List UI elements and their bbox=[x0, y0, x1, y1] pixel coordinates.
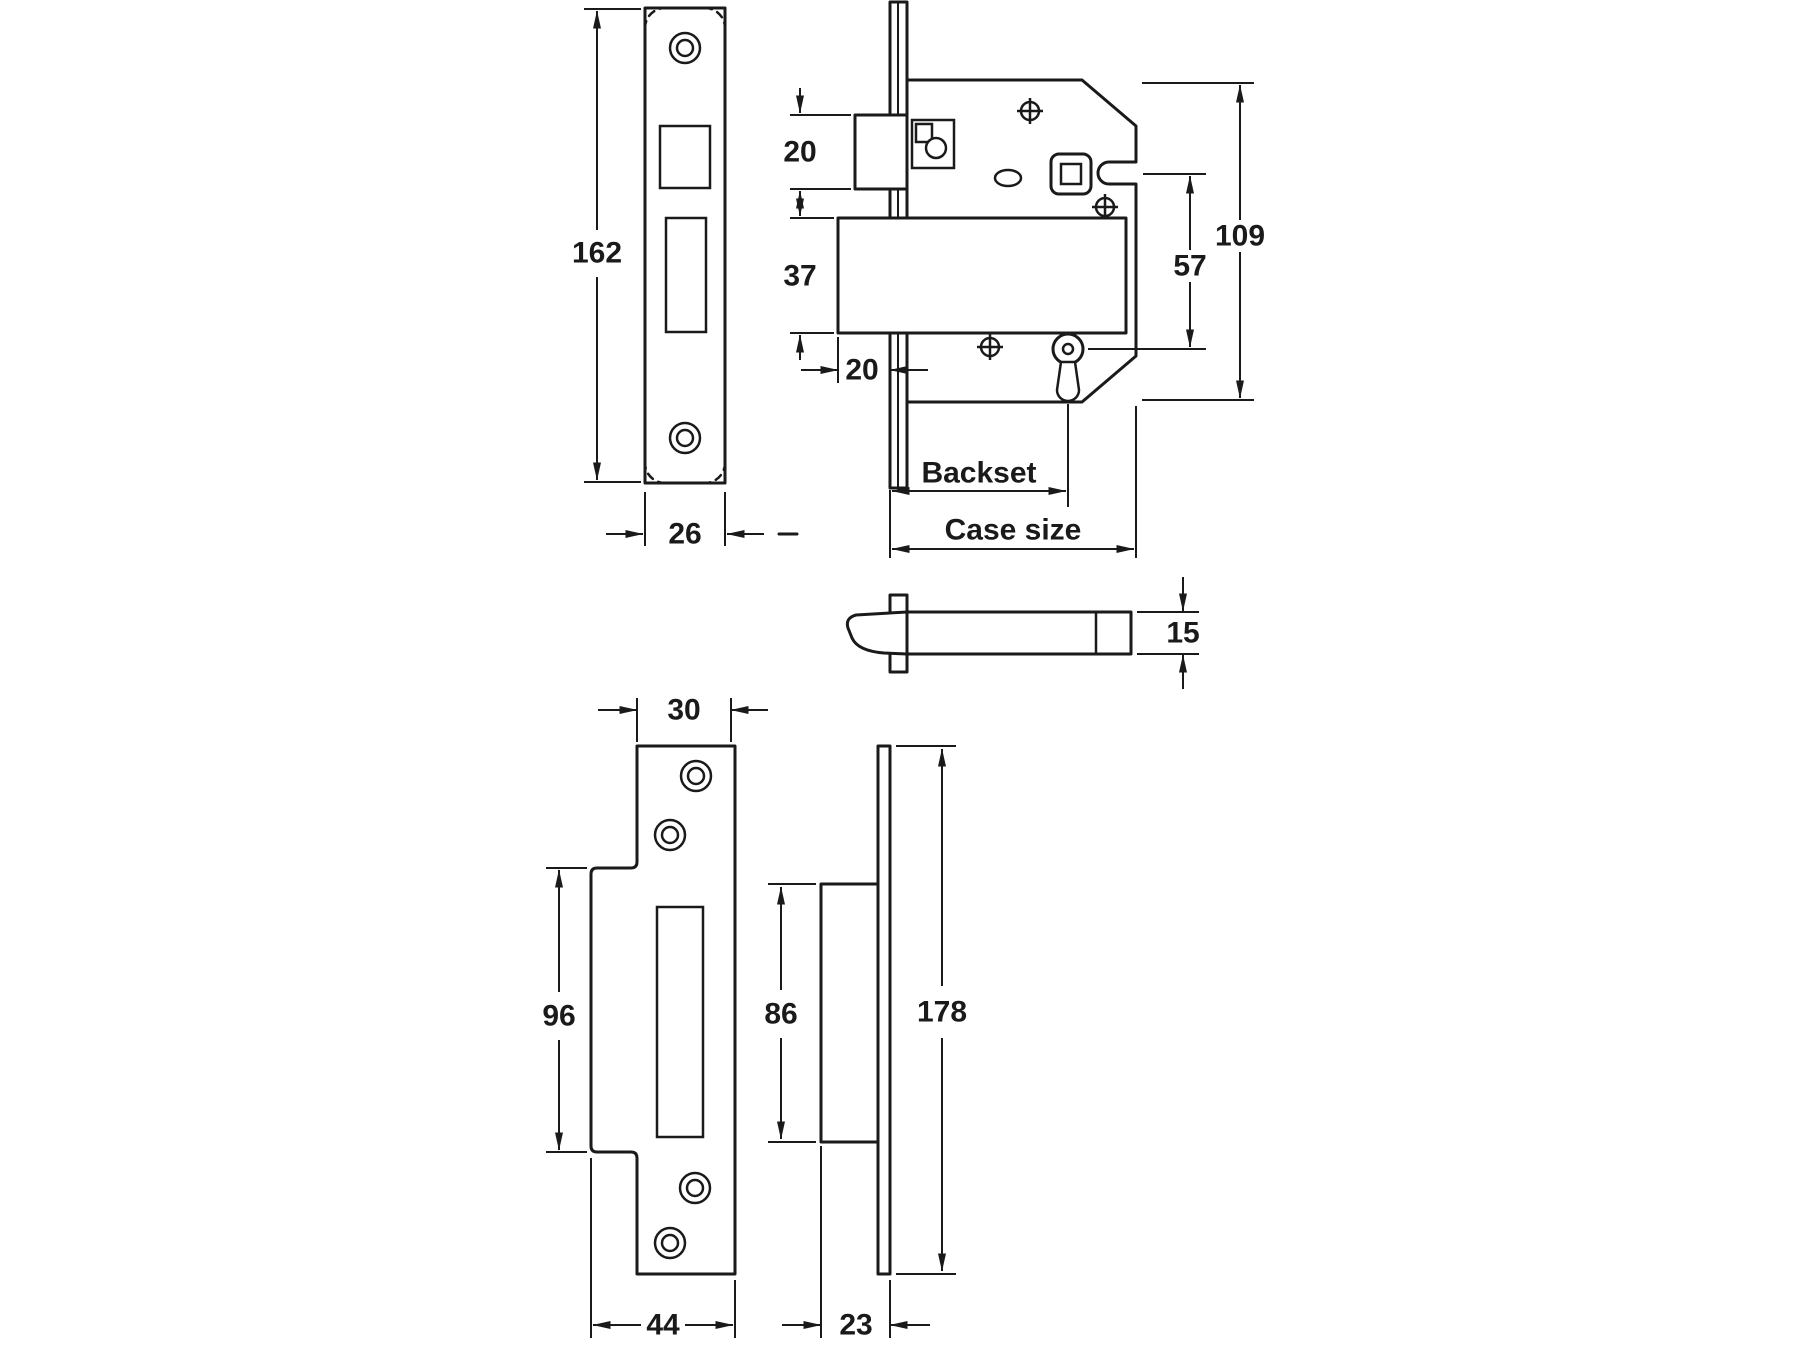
strike-depth-label: 23 bbox=[839, 1309, 872, 1342]
corner-radius-dashed-arc bbox=[703, 6, 727, 30]
keyhole-icon bbox=[1051, 332, 1085, 366]
latch-bolt-detail-view: 15 bbox=[845, 577, 1200, 689]
keyhole-pin bbox=[1061, 342, 1075, 356]
box-height-label: 86 bbox=[764, 998, 797, 1031]
lock-case-side-view: 20 37 20 57 109 Backset Case size bbox=[783, 0, 1265, 558]
lip-height-label: 96 bbox=[542, 1000, 575, 1033]
faceplate-height-label: 162 bbox=[572, 237, 622, 270]
corner-radius-dashed-arc bbox=[643, 6, 667, 30]
case-screw bbox=[977, 334, 1003, 360]
screw-hole bbox=[679, 759, 713, 793]
keyhole-stem bbox=[1055, 360, 1081, 403]
latch-thickness-label: 15 bbox=[1166, 617, 1199, 650]
strike-width-label: 30 bbox=[667, 694, 700, 727]
case-size-label: Case size bbox=[945, 514, 1082, 547]
follower-to-cylinder-label: 57 bbox=[1173, 250, 1206, 283]
screw-hole-inner bbox=[675, 38, 695, 58]
corner-radius-dashed-arc bbox=[703, 461, 727, 485]
screw-hole-inner bbox=[660, 825, 680, 845]
strike-overall-height-label: 178 bbox=[917, 996, 967, 1029]
strike-plate-outline bbox=[589, 744, 737, 1276]
case-height-label: 109 bbox=[1215, 220, 1265, 253]
screw-hole-inner bbox=[660, 1233, 680, 1253]
spindle-square bbox=[1059, 162, 1083, 186]
screw-hole bbox=[653, 818, 687, 852]
screw-hole bbox=[668, 421, 702, 455]
strike-plate-side-view: 86 178 23 bbox=[764, 744, 967, 1342]
corner-radius-dashed-arc bbox=[643, 461, 667, 485]
faceplate-front-view: 162 26 bbox=[572, 6, 799, 551]
faceplate-outline bbox=[643, 6, 727, 485]
spindle-follower bbox=[1049, 152, 1093, 196]
screw-hole-inner bbox=[685, 1178, 705, 1198]
latch-aperture bbox=[664, 216, 708, 334]
screw-hole bbox=[653, 1226, 687, 1260]
backset-label: Backset bbox=[921, 457, 1036, 490]
bolt-aperture bbox=[655, 905, 705, 1139]
adjustment-slot bbox=[993, 168, 1023, 188]
latch-mechanism-block bbox=[914, 122, 934, 144]
case-screw bbox=[1017, 98, 1043, 124]
latch-bolt bbox=[853, 113, 909, 191]
screw-hole-inner bbox=[675, 428, 695, 448]
strike-plate-edge bbox=[876, 744, 892, 1276]
latch-height-label: 20 bbox=[783, 136, 816, 169]
latch-pivot bbox=[924, 136, 948, 160]
deadbolt-height-label: 37 bbox=[783, 260, 816, 293]
latch-body bbox=[905, 610, 1133, 656]
faceplate-width-label: 26 bbox=[668, 518, 701, 551]
deadbolt bbox=[836, 216, 1128, 335]
screw-hole-inner bbox=[686, 766, 706, 786]
strike-plate-front-view: 30 96 44 bbox=[542, 694, 768, 1342]
latch-bevel-head bbox=[845, 610, 909, 656]
case-screw bbox=[1092, 194, 1118, 220]
screw-hole bbox=[668, 31, 702, 65]
latch-mechanism bbox=[910, 118, 956, 170]
deadbolt-aperture bbox=[658, 124, 712, 190]
deadbolt-throw-label: 20 bbox=[845, 354, 878, 387]
dust-box bbox=[819, 882, 880, 1144]
strike-overall-width-label: 44 bbox=[646, 1309, 680, 1342]
screw-hole bbox=[678, 1171, 712, 1205]
